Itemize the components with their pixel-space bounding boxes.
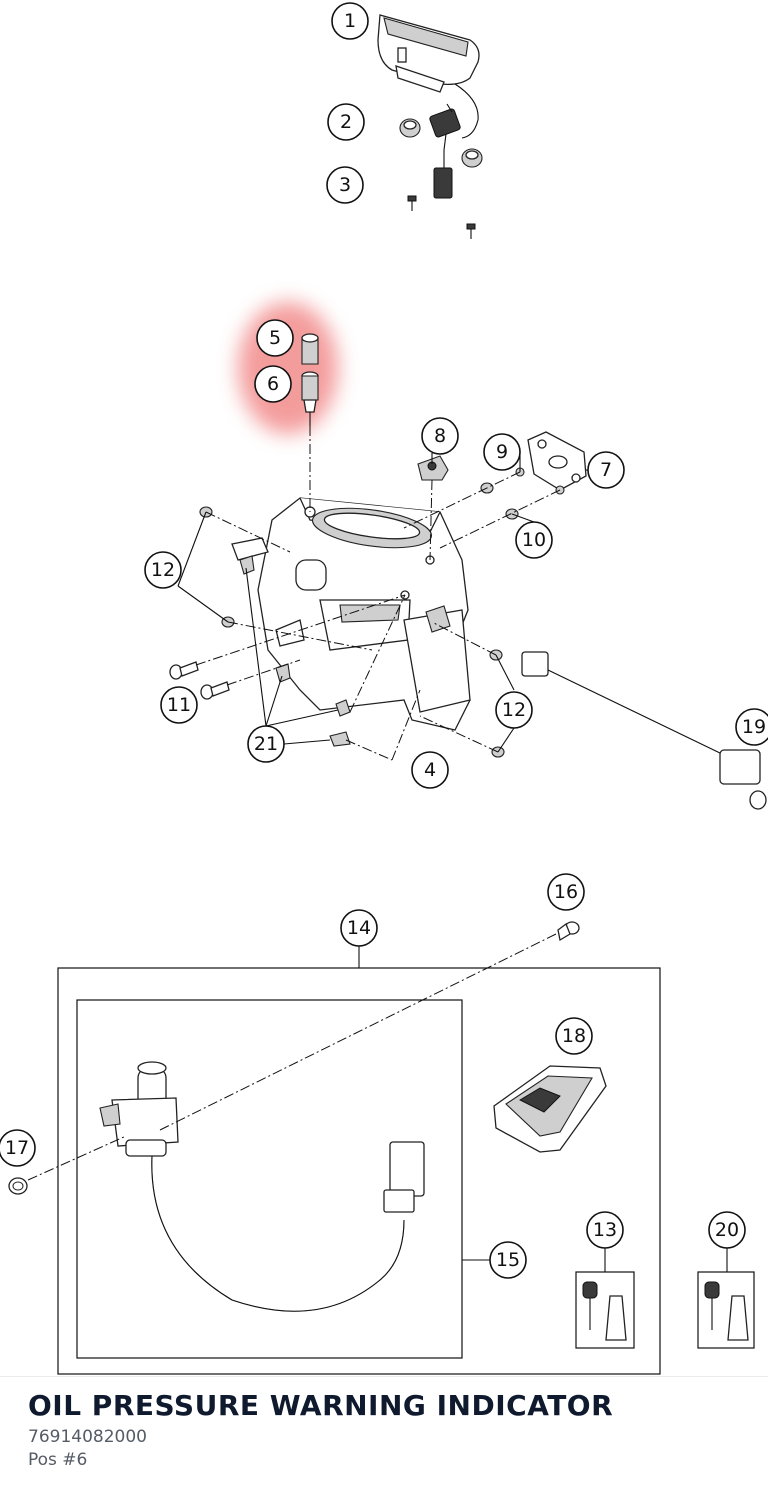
part-info-panel: OIL PRESSURE WARNING INDICATOR 769140820… <box>0 1376 768 1492</box>
svg-text:21: 21 <box>254 733 278 755</box>
svg-text:20: 20 <box>715 1219 739 1241</box>
callout-bubbles: 1 2 3 5 6 8 9 7 10 12 11 21 12 4 19 16 1… <box>0 2 768 1279</box>
callout-2[interactable]: 2 <box>327 103 365 141</box>
svg-text:5: 5 <box>269 327 281 349</box>
exploded-parts-diagram: 1 2 3 5 6 8 9 7 10 12 11 21 12 4 19 16 1… <box>0 2 768 1375</box>
svg-text:8: 8 <box>434 425 446 447</box>
svg-text:16: 16 <box>554 881 578 903</box>
screw-axis-16 <box>159 933 557 1131</box>
callout-12-left[interactable]: 12 <box>144 551 182 589</box>
ignition-switch-part[interactable] <box>99 1061 425 1312</box>
svg-text:19: 19 <box>742 716 766 738</box>
svg-text:12: 12 <box>502 699 526 721</box>
bracket-assembly-group <box>169 333 767 810</box>
clip-part-8[interactable] <box>417 455 449 481</box>
callout-15[interactable]: 15 <box>489 1241 527 1279</box>
part-number: 76914082000 <box>28 1427 147 1447</box>
callout-11[interactable]: 11 <box>160 686 198 724</box>
callout-17[interactable]: 17 <box>0 1129 36 1167</box>
part-title: OIL PRESSURE WARNING INDICATOR <box>28 1389 614 1422</box>
svg-text:3: 3 <box>339 174 351 196</box>
svg-text:13: 13 <box>593 1219 617 1241</box>
dashboard-display-part[interactable] <box>377 14 480 139</box>
svg-text:6: 6 <box>267 373 279 395</box>
assembly-centerlines <box>195 426 561 761</box>
callout-9[interactable]: 9 <box>483 433 521 471</box>
callout-13[interactable]: 13 <box>586 1211 624 1249</box>
svg-text:7: 7 <box>600 459 612 481</box>
key-set-part-20[interactable] <box>697 1271 755 1349</box>
callout-14[interactable]: 14 <box>340 909 378 947</box>
screw-part-16[interactable] <box>557 921 580 942</box>
instrument-bracket-part[interactable] <box>231 497 471 731</box>
key-set-part-13[interactable] <box>575 1271 635 1349</box>
callout-leaders-middle <box>177 452 588 753</box>
svg-text:15: 15 <box>496 1249 520 1271</box>
wiring-harness-part[interactable] <box>429 103 461 199</box>
callout-5[interactable]: 5 <box>256 319 294 357</box>
svg-text:4: 4 <box>424 759 436 781</box>
selection-highlight <box>238 302 338 434</box>
svg-text:1: 1 <box>344 10 356 32</box>
svg-text:14: 14 <box>347 917 371 939</box>
part-6-oil-pressure-switch[interactable] <box>301 371 319 426</box>
sensor-cable-part-19[interactable] <box>425 605 767 810</box>
clip-parts-21[interactable] <box>239 555 351 747</box>
svg-text:9: 9 <box>496 441 508 463</box>
screw-parts-11-12[interactable] <box>169 506 505 758</box>
svg-text:17: 17 <box>5 1137 29 1159</box>
screw-parts-top[interactable] <box>407 195 476 239</box>
callout-7[interactable]: 7 <box>587 451 625 489</box>
callout-4[interactable]: 4 <box>411 751 449 789</box>
callout-1[interactable]: 1 <box>331 2 369 40</box>
part-position: Pos #6 <box>28 1450 88 1470</box>
gasket-part-7[interactable] <box>527 431 587 491</box>
dashboard-assembly-group <box>377 14 483 239</box>
callout-21[interactable]: 21 <box>247 725 285 763</box>
callout-8[interactable]: 8 <box>421 417 459 455</box>
svg-text:2: 2 <box>340 111 352 133</box>
kit-outline-15 <box>76 999 463 1359</box>
callout-16[interactable]: 16 <box>547 873 585 911</box>
svg-text:12: 12 <box>151 559 175 581</box>
callout-12-right[interactable]: 12 <box>495 691 533 729</box>
callout-6[interactable]: 6 <box>254 365 292 403</box>
callout-18[interactable]: 18 <box>555 1017 593 1055</box>
callout-3[interactable]: 3 <box>326 166 364 204</box>
callout-19[interactable]: 19 <box>735 708 768 746</box>
svg-text:11: 11 <box>167 694 191 716</box>
rubber-grommet-parts[interactable] <box>399 118 483 168</box>
svg-text:18: 18 <box>562 1025 586 1047</box>
remote-key-part-18[interactable] <box>493 1065 607 1153</box>
washer-part-17[interactable] <box>8 1177 28 1195</box>
callout-20[interactable]: 20 <box>708 1211 746 1249</box>
ignition-lock-kit-group <box>8 921 755 1375</box>
svg-text:10: 10 <box>522 529 546 551</box>
part-5-plug[interactable] <box>301 333 319 365</box>
callout-10[interactable]: 10 <box>515 521 553 559</box>
